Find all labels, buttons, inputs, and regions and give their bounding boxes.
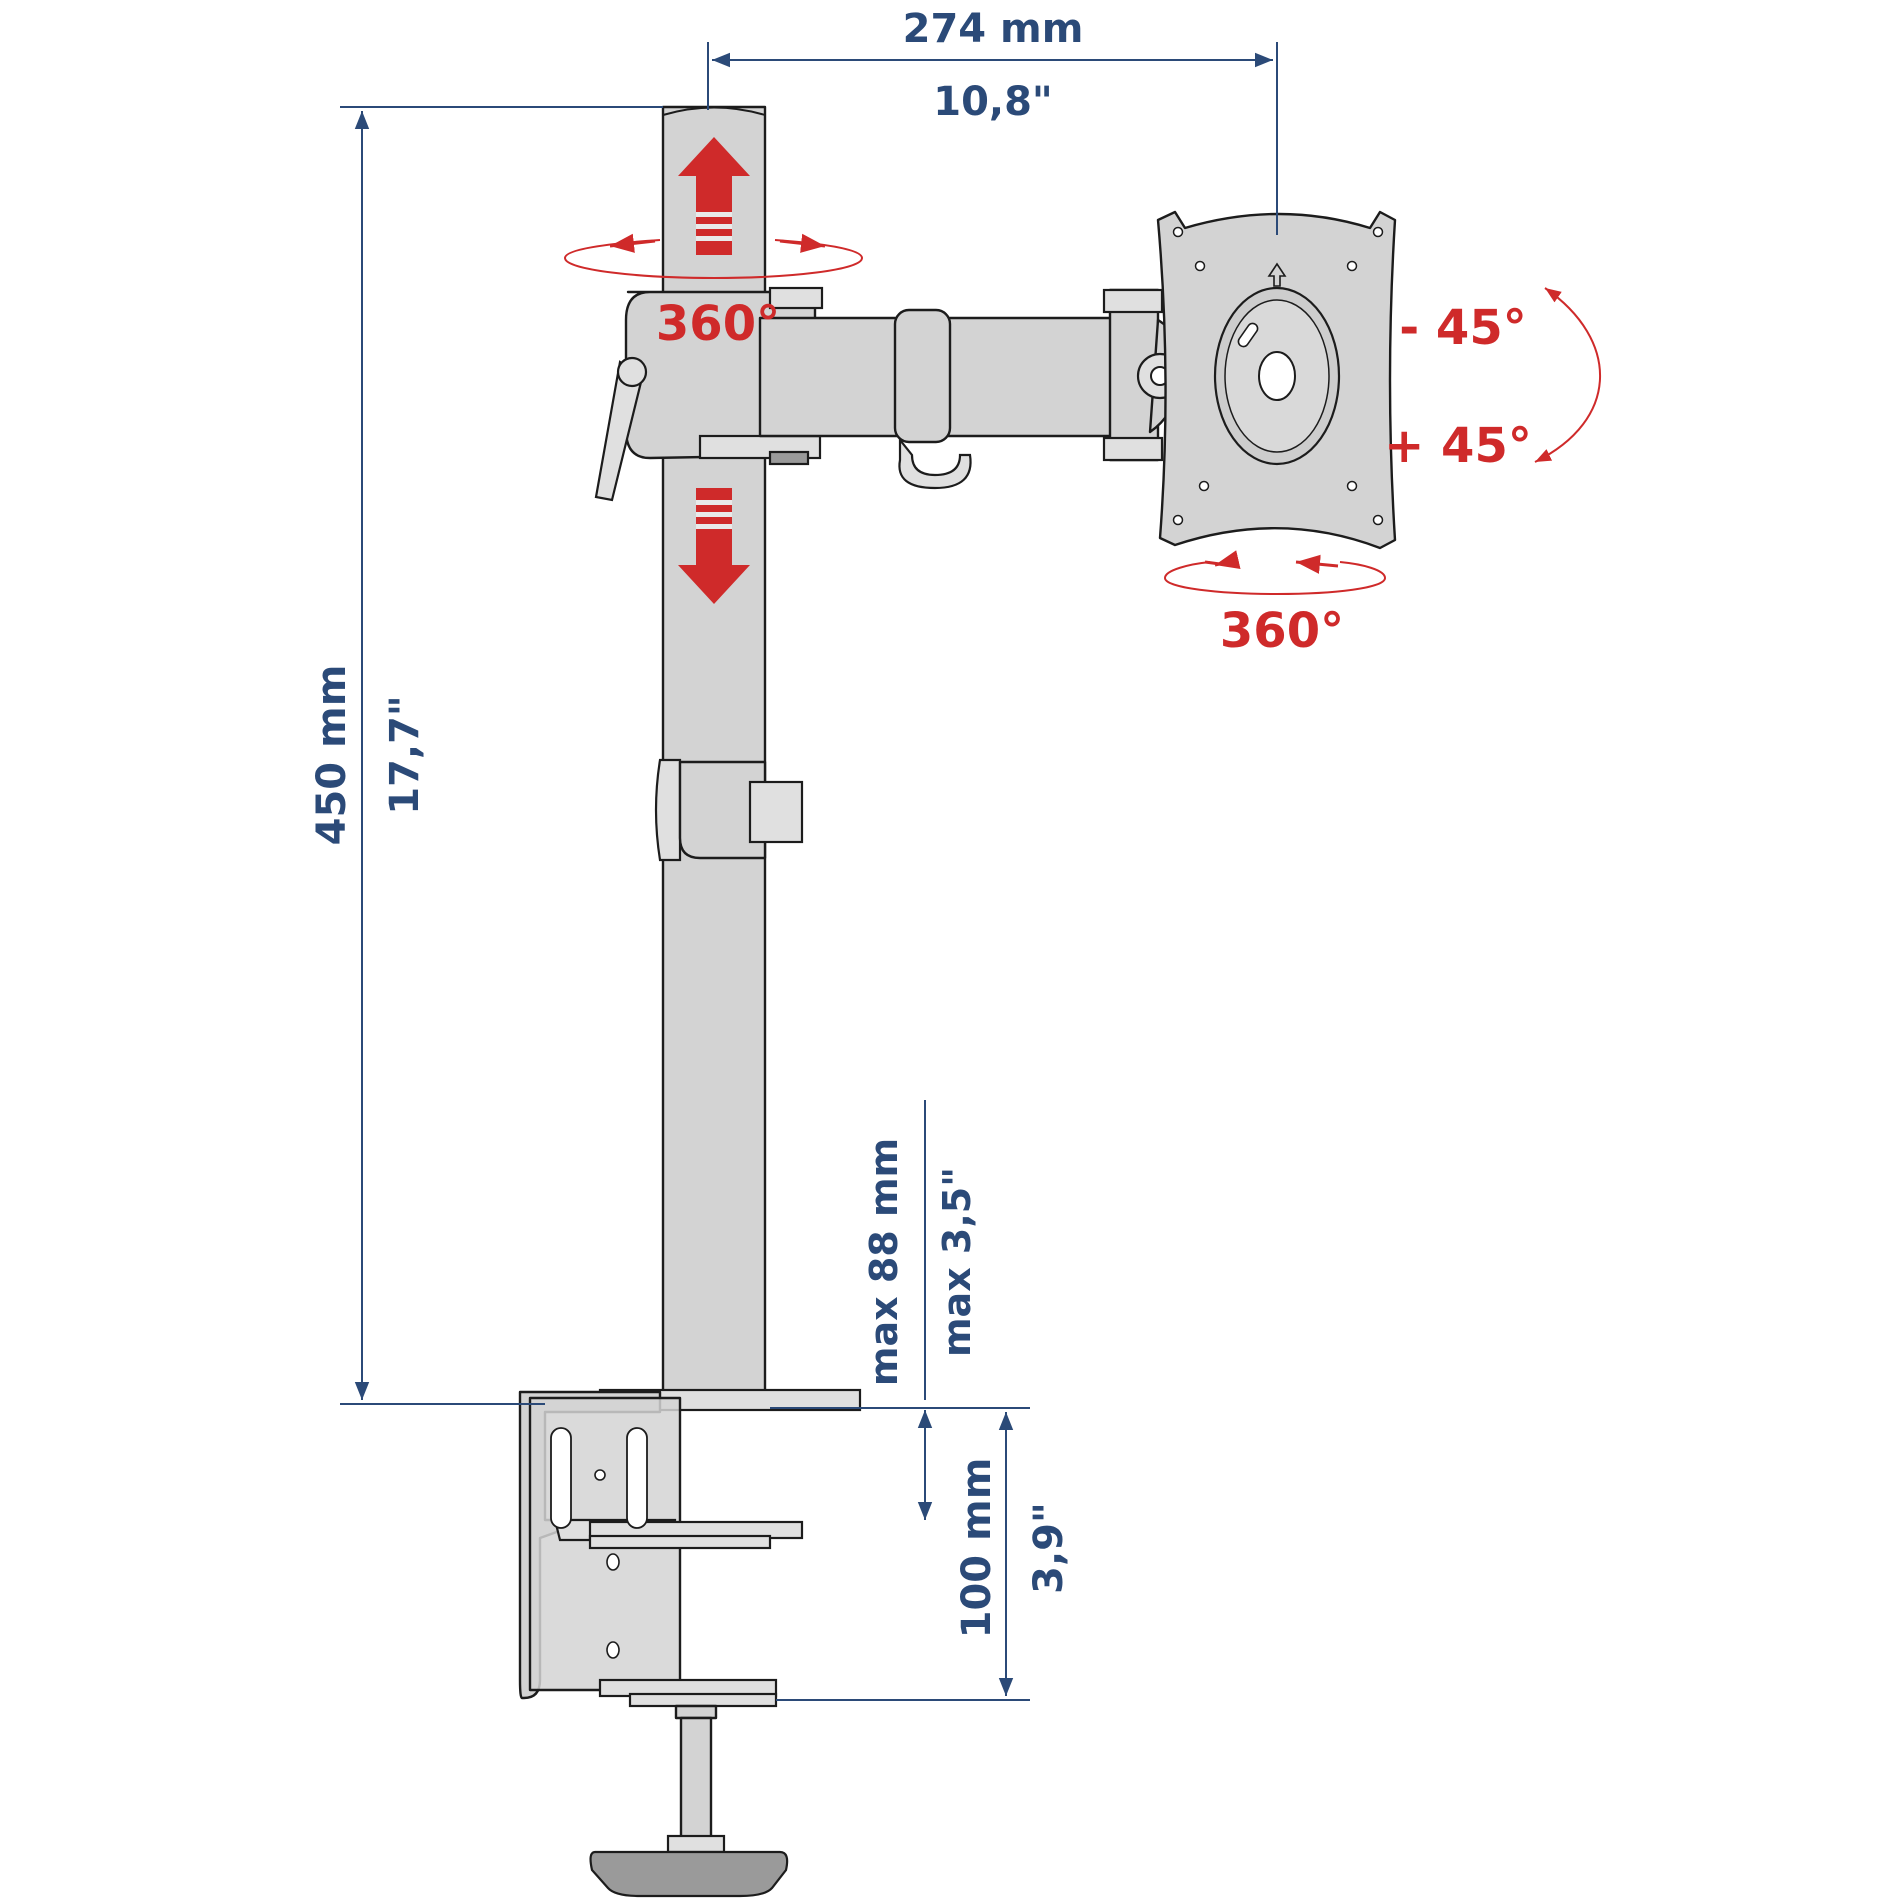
tilt-plus-label: + 45° (1384, 418, 1532, 474)
clamp-height-mm-label: 100 mm (954, 1458, 1000, 1639)
height-adjust-down-arrow (678, 488, 750, 604)
tilt-minus-label: - 45° (1399, 300, 1526, 356)
pole-height-mm-label: 450 mm (309, 665, 355, 846)
head-swivel-indicator (1163, 550, 1387, 596)
arm-length-mm-label: 274 mm (903, 6, 1084, 52)
clamp-height-in-label: 3,9" (1026, 1502, 1072, 1594)
arm-length-dimension (707, 42, 1278, 235)
cable-clip (654, 758, 804, 862)
extension-arm (758, 308, 1132, 490)
clamp-height-dimension (770, 1407, 1030, 1701)
head-swivel-label: 360° (1220, 603, 1344, 659)
height-adjust-up-arrow (678, 137, 750, 255)
pole-swivel-indicator (563, 233, 864, 280)
locking-lever (594, 356, 648, 502)
vesa-plate (1156, 210, 1397, 550)
arm-length-in-label: 10,8" (933, 79, 1053, 125)
desk-clamp (518, 1388, 862, 1898)
tilt-indicator (1534, 287, 1602, 463)
pole-height-dimension (340, 106, 663, 1405)
max-height-mm-label: max 88 mm (862, 1138, 906, 1386)
pole-height-in-label: 17,7" (382, 695, 428, 815)
max-height-in-label: max 3,5" (935, 1167, 979, 1357)
pole-swivel-label: 360° (656, 296, 780, 352)
